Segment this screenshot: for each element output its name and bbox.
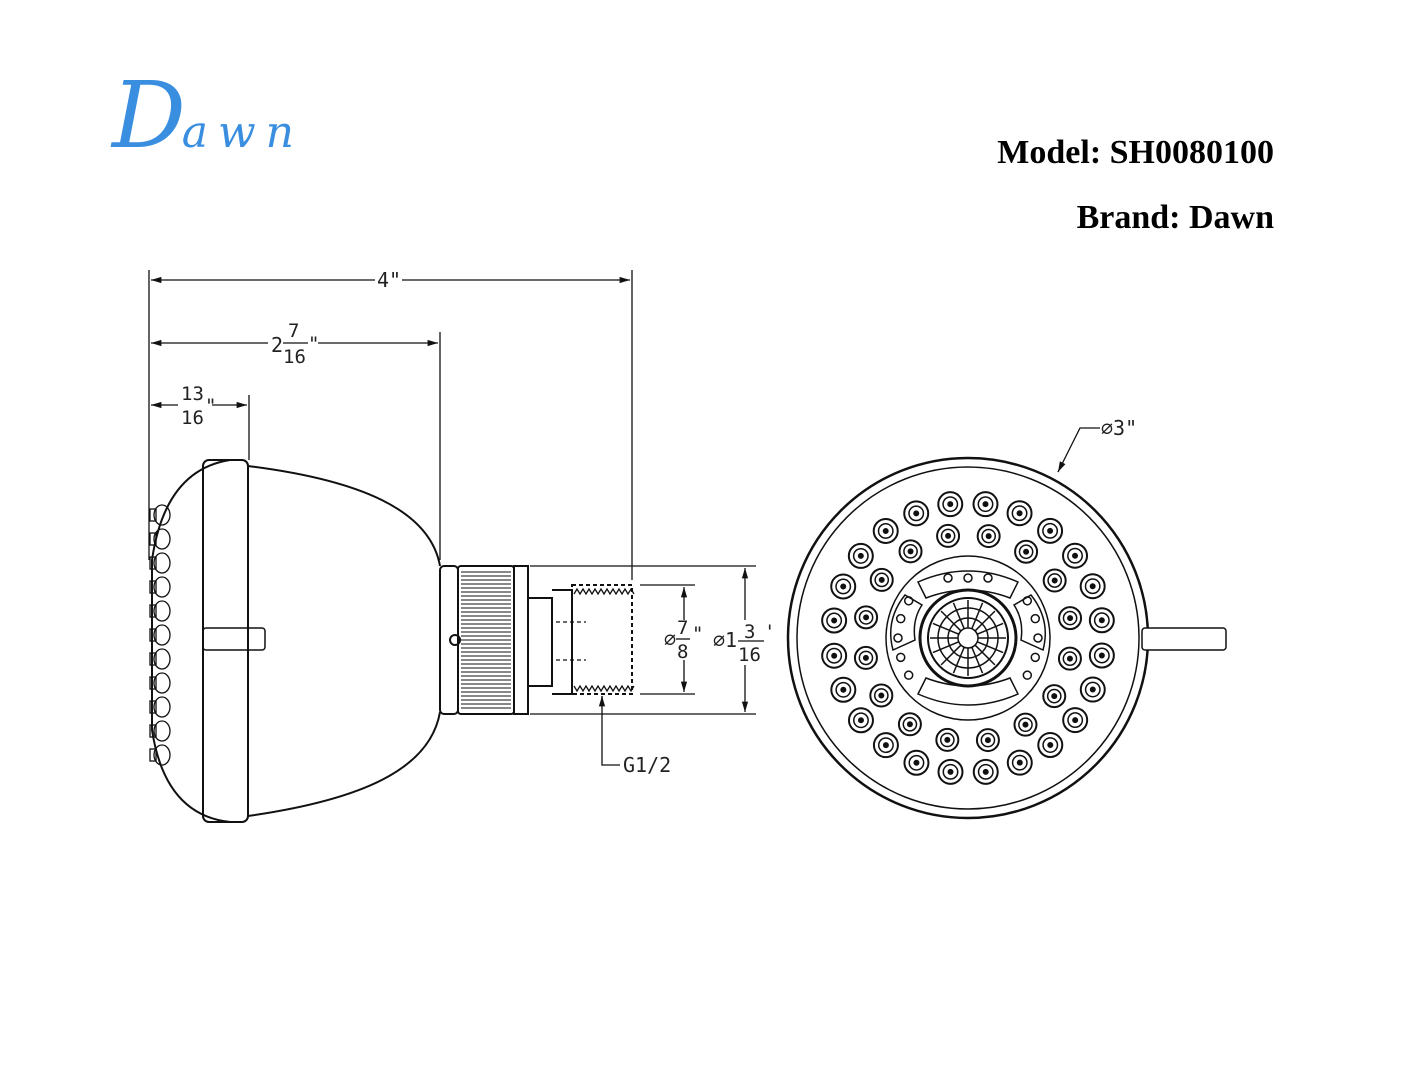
outer-nozzle bbox=[1037, 732, 1064, 759]
dawn-logo: Dawn bbox=[112, 62, 304, 169]
outer-nozzle bbox=[1006, 749, 1033, 776]
overall-length-label: 4" bbox=[377, 268, 401, 292]
side-nozzle bbox=[153, 528, 171, 550]
side-nozzle bbox=[153, 672, 171, 694]
inner-diameter-den: 8 bbox=[677, 641, 688, 663]
outer-nozzle bbox=[830, 573, 857, 600]
side-nozzle bbox=[153, 552, 171, 574]
inner-hole bbox=[895, 613, 906, 624]
side-nozzle bbox=[153, 600, 171, 622]
outer-nozzle bbox=[937, 758, 964, 785]
outer-nozzle bbox=[830, 676, 857, 703]
middle-nozzle bbox=[976, 524, 1001, 549]
outer-nozzle bbox=[872, 732, 899, 759]
outer-nozzle bbox=[937, 491, 964, 518]
side-view bbox=[149, 459, 635, 823]
thread-label: G1/2 bbox=[623, 753, 671, 777]
body-length-unit: " bbox=[308, 333, 319, 355]
outer-diameter-den: 16 bbox=[738, 644, 761, 666]
model-label: Model: SH0080100 bbox=[997, 134, 1274, 171]
outer-nozzle bbox=[1079, 676, 1106, 703]
side-nozzle bbox=[153, 696, 171, 718]
inner-hole bbox=[983, 573, 993, 583]
logo-rest: awn bbox=[181, 107, 304, 158]
inner-hole bbox=[903, 670, 914, 680]
inner-hole bbox=[893, 633, 903, 643]
middle-nozzle bbox=[897, 712, 922, 737]
outer-nozzle bbox=[1088, 607, 1115, 634]
body-length-num: 7 bbox=[288, 320, 299, 342]
outer-nozzle bbox=[1079, 573, 1106, 600]
inner-hole bbox=[1030, 613, 1041, 624]
inner-diameter-unit: " bbox=[692, 623, 703, 645]
face-view bbox=[786, 456, 1227, 820]
inner-diameter-prefix: ⌀ bbox=[664, 627, 676, 651]
side-nozzle bbox=[153, 624, 171, 646]
middle-nozzle bbox=[1042, 568, 1067, 593]
middle-nozzle bbox=[1057, 646, 1082, 671]
middle-nozzle bbox=[869, 683, 894, 708]
inner-hole bbox=[1030, 652, 1041, 663]
inner-hole bbox=[1022, 670, 1033, 680]
inner-hole bbox=[903, 596, 914, 606]
outer-nozzle bbox=[1088, 642, 1115, 669]
outer-nozzle bbox=[1062, 707, 1089, 734]
outer-nozzle bbox=[847, 707, 874, 734]
face-diameter-label: ⌀3" bbox=[1101, 416, 1137, 440]
side-nozzle bbox=[153, 576, 171, 598]
middle-nozzle bbox=[1013, 712, 1038, 737]
logo-initial: D bbox=[112, 62, 186, 169]
middle-nozzle bbox=[936, 523, 961, 548]
outer-nozzle bbox=[821, 642, 848, 669]
outer-diameter-num: 3 bbox=[744, 621, 755, 643]
inner-hole bbox=[895, 652, 906, 663]
outer-nozzle bbox=[847, 542, 874, 569]
middle-nozzle bbox=[854, 605, 879, 630]
inner-hole bbox=[1033, 633, 1043, 643]
face-depth-unit: " bbox=[205, 395, 216, 417]
outer-nozzle bbox=[1062, 542, 1089, 569]
side-nozzle bbox=[153, 504, 171, 526]
middle-nozzle bbox=[1058, 606, 1083, 631]
outer-nozzle bbox=[972, 491, 999, 518]
brand-label: Brand: Dawn bbox=[1076, 199, 1274, 236]
inner-hole bbox=[963, 573, 973, 583]
outer-nozzle bbox=[903, 500, 930, 527]
outer-nozzle bbox=[821, 607, 848, 634]
middle-nozzle bbox=[975, 728, 1000, 753]
dimension-lines bbox=[148, 270, 1100, 766]
middle-nozzle bbox=[898, 539, 923, 564]
outer-diameter-prefix: ⌀1 bbox=[713, 628, 737, 652]
middle-nozzle bbox=[1014, 539, 1039, 564]
middle-nozzle bbox=[869, 567, 894, 592]
outer-nozzle bbox=[903, 749, 930, 776]
face-depth-den: 16 bbox=[181, 407, 204, 429]
side-nozzles bbox=[149, 504, 171, 766]
inner-diameter-num: 7 bbox=[677, 617, 688, 639]
outer-diameter-unit: ' bbox=[764, 621, 775, 643]
side-nozzle bbox=[153, 720, 171, 742]
inner-hole bbox=[1022, 596, 1033, 606]
outer-nozzle bbox=[1037, 517, 1064, 544]
outer-nozzle bbox=[872, 517, 899, 544]
outer-nozzle bbox=[972, 758, 999, 785]
side-nozzle bbox=[153, 648, 171, 670]
outer-nozzle bbox=[1006, 500, 1033, 527]
inner-hole bbox=[943, 573, 953, 583]
body-length-den: 16 bbox=[283, 346, 306, 368]
middle-nozzle bbox=[1042, 684, 1067, 709]
middle-nozzle bbox=[853, 645, 878, 670]
face-depth-num: 13 bbox=[181, 383, 204, 405]
body-length-whole: 2 bbox=[271, 333, 283, 357]
middle-nozzle bbox=[935, 727, 960, 752]
side-nozzle bbox=[153, 744, 171, 766]
